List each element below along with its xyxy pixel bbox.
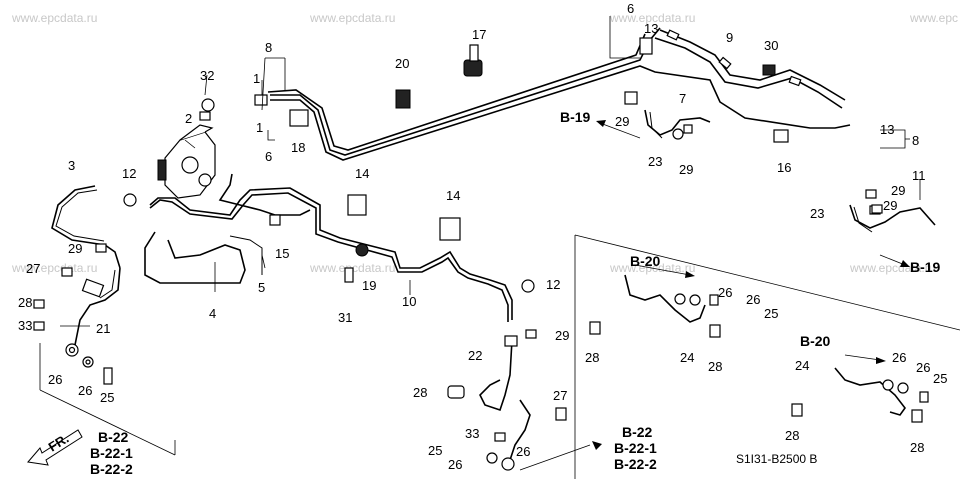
callout: 8: [265, 40, 272, 55]
rear-lower-hose: [447, 335, 531, 471]
callout: 31: [338, 310, 352, 325]
watermark: www.epcdata.ru: [609, 11, 695, 25]
callout: 28: [585, 350, 599, 365]
ref-label[interactable]: B-22-2: [90, 461, 133, 477]
ref-label[interactable]: B-20: [630, 253, 661, 269]
callout: 33: [18, 318, 32, 333]
abs-modulator: [157, 98, 216, 199]
hose-23-mid: [644, 109, 711, 140]
callout: 27: [553, 388, 567, 403]
main-brake-pipes: [267, 27, 851, 161]
callout: 14: [355, 166, 369, 181]
section-border: [39, 234, 960, 479]
ref-label[interactable]: B-22: [98, 429, 129, 445]
callout: 21: [96, 321, 110, 336]
callout: 29: [679, 162, 693, 177]
callout: 30: [764, 38, 778, 53]
ref-label[interactable]: B-20: [800, 333, 831, 349]
callout: 6: [627, 1, 634, 16]
callout: 13: [880, 122, 894, 137]
callout: 29: [883, 198, 897, 213]
watermark: www.epcdata.ru: [11, 11, 97, 25]
callout: 24: [680, 350, 694, 365]
callout: 5: [258, 280, 265, 295]
callout: 23: [648, 154, 662, 169]
ref-label[interactable]: B-19: [560, 109, 591, 125]
callout: 12: [546, 277, 560, 292]
callout: 20: [395, 56, 409, 71]
callout: 6: [265, 149, 272, 164]
rear-pipe-9: [654, 29, 846, 109]
callout: 29: [555, 328, 569, 343]
callout: 27: [26, 261, 40, 276]
callout: 11: [912, 168, 926, 183]
ref-label[interactable]: B-19: [910, 259, 941, 275]
callout: 1: [256, 120, 263, 135]
watermark: www.epc: [909, 11, 958, 25]
callout: 29: [891, 183, 905, 198]
callout: 3: [68, 158, 75, 173]
callout: 26: [516, 444, 530, 459]
callout: 26: [718, 285, 732, 300]
callout: 28: [413, 385, 427, 400]
pipe-5: [229, 235, 263, 275]
callout: 13: [644, 21, 658, 36]
hose-24-upper: [589, 274, 721, 338]
watermark: www.epcdata.ru: [11, 261, 97, 275]
callout: 25: [764, 306, 778, 321]
callout: 26: [916, 360, 930, 375]
callout: 26: [48, 372, 62, 387]
front-left-hose: [65, 267, 121, 385]
callout: 1: [253, 71, 260, 86]
callout: 19: [362, 278, 376, 293]
callout: 18: [291, 140, 305, 155]
ref-label[interactable]: B-22-1: [90, 445, 133, 461]
callout: 15: [275, 246, 289, 261]
callout: 26: [892, 350, 906, 365]
callout: 33: [465, 426, 479, 441]
callout: 14: [446, 188, 460, 203]
pipe-4: [144, 231, 246, 284]
watermark: www.epcdata.ru: [309, 11, 395, 25]
small-parts: [33, 37, 883, 421]
callout: 2: [185, 111, 192, 126]
callout: 28: [708, 359, 722, 374]
callout: 25: [933, 371, 947, 386]
callout: 32: [200, 68, 214, 83]
ref-arrows: [592, 120, 910, 450]
callout: 7: [679, 91, 686, 106]
watermark: www.epcdata.ru: [849, 261, 935, 275]
diagram-code: S1I31-B2500 B: [736, 452, 817, 466]
callout: 9: [726, 30, 733, 45]
callout: 25: [100, 390, 114, 405]
ref-label[interactable]: B-22-2: [614, 456, 657, 472]
pipe-3: [51, 185, 121, 269]
callout: 28: [910, 440, 924, 455]
front-arrow: [27, 429, 83, 466]
callout: 26: [746, 292, 760, 307]
callout: 12: [122, 166, 136, 181]
callout: 23: [810, 206, 824, 221]
callout: 29: [615, 114, 629, 129]
ref-label[interactable]: B-22: [622, 424, 653, 440]
callout: 22: [468, 348, 482, 363]
callout: 24: [795, 358, 809, 373]
callout: 28: [18, 295, 32, 310]
callout: 29: [68, 241, 82, 256]
hose-24-lower: [791, 367, 929, 423]
leader-lines: [60, 16, 921, 327]
callout: 16: [777, 160, 791, 175]
callout: 17: [472, 27, 486, 42]
callout: 28: [785, 428, 799, 443]
callout: 26: [448, 457, 462, 472]
callout: 10: [402, 294, 416, 309]
callout: 25: [428, 443, 442, 458]
callout: 4: [209, 306, 216, 321]
callout: 26: [78, 383, 92, 398]
ref-label[interactable]: B-22-1: [614, 440, 657, 456]
callout: 8: [912, 133, 919, 148]
